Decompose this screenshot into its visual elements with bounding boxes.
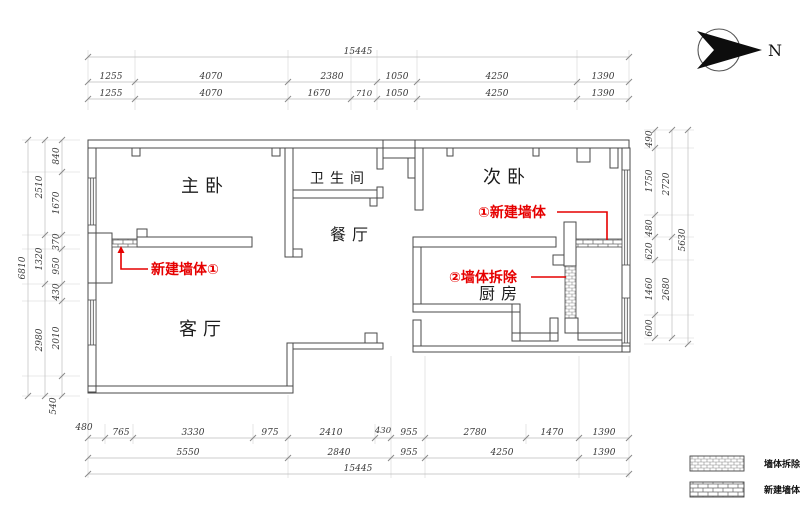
dim-bottom-row2-1: 2840 — [327, 448, 351, 458]
dim-top-row2-4: 4250 — [485, 72, 509, 82]
annotation-new-wall-right: ①新建墙体 — [478, 204, 547, 221]
dimension-lines — [27, 56, 689, 475]
new-wall-1-left-hatch — [111, 238, 138, 248]
leader-arrowhead — [117, 246, 125, 253]
dim-right-middle-0: 2720 — [662, 172, 672, 196]
dim-top-row3-5: 4250 — [485, 89, 509, 99]
dims-right: 490 1750 480 620 1460 600 2720 2680 5630 — [645, 130, 688, 336]
legend-swatch-demolish — [689, 455, 745, 472]
window-symbol — [87, 299, 97, 346]
legend-swatch-new — [689, 481, 745, 498]
dims-bottom: 480 765 3330 975 2410 430 955 2780 1470 … — [74, 423, 615, 474]
dim-top-row2-1: 4070 — [199, 72, 223, 82]
dim-top-row3-4: 1050 — [386, 89, 409, 99]
dim-bottom-row1-7: 2780 — [463, 428, 487, 438]
dim-top-row2-0: 1255 — [100, 72, 123, 82]
dim-bottom-row1-1: 765 — [112, 428, 129, 438]
window-symbol — [87, 177, 97, 226]
dim-right-inner-0: 490 — [645, 130, 655, 148]
dim-bottom-row2-0: 5550 — [177, 448, 200, 458]
dim-bottom-row1-8: 1470 — [541, 428, 564, 438]
dim-bottom-row1-3: 975 — [261, 428, 278, 438]
walls — [87, 139, 631, 394]
dim-right-inner-4: 1460 — [645, 277, 655, 300]
extension-lines — [22, 50, 694, 478]
dim-bottom-row1-6: 955 — [400, 428, 417, 438]
legend-label-new: 新建墙体 — [764, 484, 800, 496]
dim-right-outer: 5630 — [678, 228, 688, 251]
dim-left-outer: 6810 — [18, 256, 28, 279]
dims-left: 840 1670 370 950 430 2010 540 2510 1320 … — [18, 147, 62, 414]
dim-left-inner-0: 840 — [52, 147, 62, 164]
room-label-living-room: 客厅 — [179, 319, 227, 340]
dim-right-inner-2: 480 — [645, 219, 655, 237]
annotation-demolish-wall: ②墙体拆除 — [449, 269, 518, 286]
north-label: N — [768, 41, 782, 60]
annotations: 新建墙体① ①新建墙体 ②墙体拆除 — [117, 204, 608, 286]
dim-bottom-row1-0: 480 — [74, 423, 92, 433]
window-symbol — [621, 297, 631, 344]
dim-bottom-row1-5: 430 — [374, 426, 392, 436]
dim-left-inner-3: 950 — [52, 257, 62, 274]
room-labels: 主卧 卫生间 餐厅 次卧 厨房 客厅 — [179, 167, 531, 340]
room-label-master-bedroom: 主卧 — [181, 176, 229, 197]
windows — [87, 169, 631, 346]
dim-bottom-row1-2: 3330 — [182, 428, 205, 438]
dim-left-inner-5: 2010 — [52, 326, 62, 350]
dim-left-middle-1: 1320 — [35, 247, 45, 270]
room-label-second-bedroom: 次卧 — [483, 167, 531, 188]
north-arrow: N — [697, 28, 782, 72]
dim-bottom-row1-4: 2410 — [319, 428, 343, 438]
dim-bottom-row2-3: 4250 — [490, 448, 514, 458]
dim-bottom-row2-4: 1390 — [593, 448, 616, 458]
dim-top-row3-3: 710 — [356, 89, 373, 99]
dim-bottom-row2-2: 955 — [400, 448, 417, 458]
dim-top-row2-5: 1390 — [592, 72, 615, 82]
dim-top-row3-6: 1390 — [592, 89, 615, 99]
dim-bottom-total: 15445 — [344, 464, 373, 474]
leader-new-wall-left — [120, 250, 148, 270]
dim-right-inner-3: 620 — [645, 242, 655, 259]
dim-top-row3-0: 1255 — [100, 89, 123, 99]
dim-left-inner-2: 370 — [52, 233, 62, 250]
new-wall-1-right-hatch — [575, 238, 624, 248]
dim-right-middle-1: 2680 — [662, 277, 672, 301]
annotation-new-wall-left: 新建墙体① — [151, 261, 219, 278]
dim-left-middle-0: 2510 — [35, 175, 45, 199]
dim-left-middle-2: 2980 — [35, 328, 45, 352]
dim-left-inner-6: 540 — [49, 397, 59, 414]
dim-bottom-row1-9: 1390 — [593, 428, 616, 438]
dim-top-row2-2: 2380 — [320, 72, 344, 82]
dims-top: 15445 1255 4070 2380 1050 4250 1390 1255… — [100, 47, 615, 99]
room-label-kitchen: 厨房 — [479, 284, 523, 303]
dimension-ticks — [24, 53, 692, 478]
dim-right-inner-5: 600 — [645, 319, 655, 336]
dim-top-row3-1: 4070 — [199, 89, 223, 99]
dim-left-inner-4: 430 — [52, 283, 62, 301]
window-symbol — [621, 169, 631, 266]
north-arrow-pointer — [697, 31, 762, 69]
room-label-dining: 餐厅 — [330, 225, 374, 244]
dim-right-inner-1: 1750 — [645, 169, 655, 192]
dim-top-row3-2: 1670 — [308, 89, 331, 99]
demolish-wall-2-hatch — [564, 265, 577, 319]
dim-left-inner-1: 1670 — [52, 191, 62, 214]
dim-top-row2-3: 1050 — [386, 72, 409, 82]
dim-top-total: 15445 — [344, 47, 373, 57]
legend-label-demolish: 墙体拆除 — [764, 458, 800, 470]
legend: 墙体拆除 新建墙体 — [689, 455, 800, 498]
room-label-bathroom: 卫生间 — [310, 171, 370, 187]
leader-new-wall-right — [557, 211, 608, 240]
